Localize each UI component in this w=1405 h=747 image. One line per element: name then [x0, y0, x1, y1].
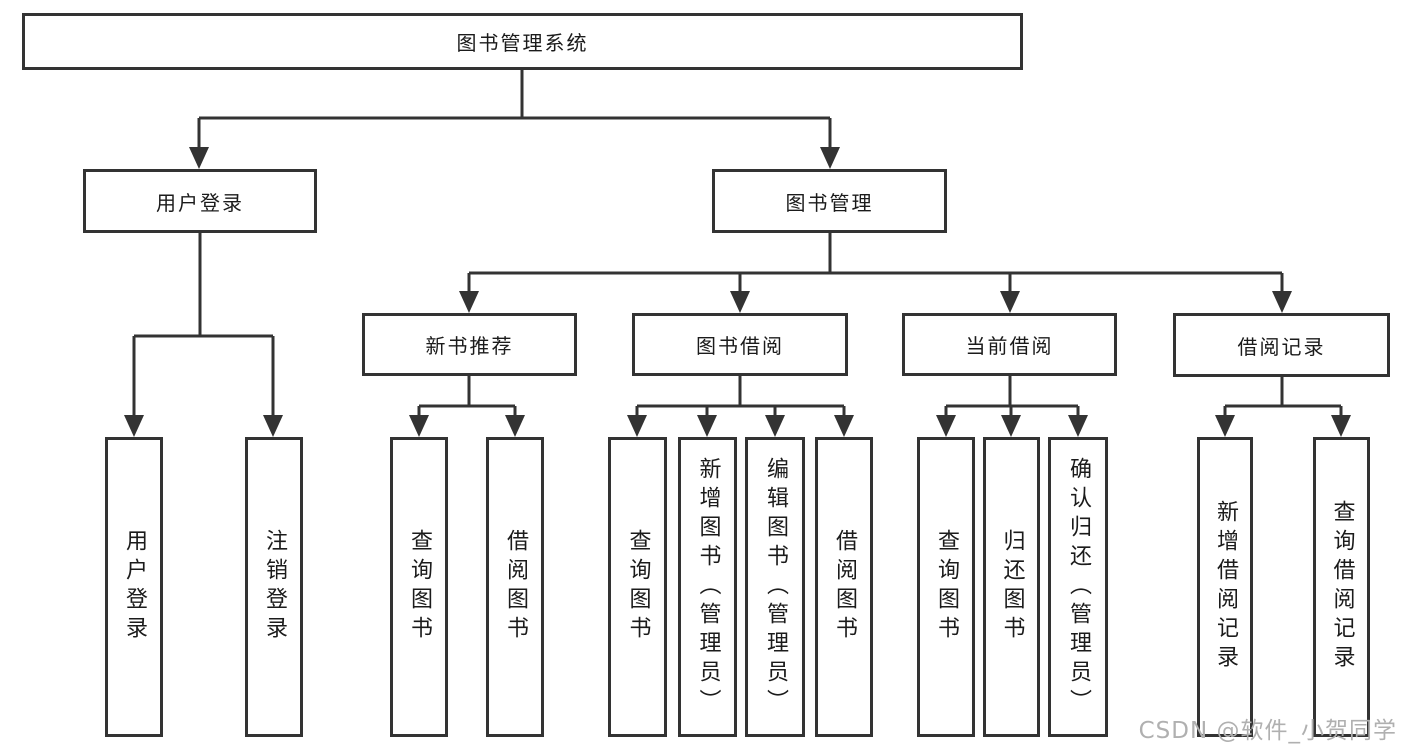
node-book-management: 图书管理	[712, 169, 947, 233]
node-label: 图书管理系统	[456, 31, 589, 55]
node-label: 借阅记录	[1237, 334, 1326, 359]
leaf-label: 查询图书	[934, 529, 959, 645]
leaf-label: 借阅图书	[503, 529, 528, 645]
leaf-return-books: 归还图书	[983, 437, 1040, 737]
leaf-label: 用户登录	[122, 529, 147, 645]
node-user-login: 用户登录	[83, 169, 317, 233]
node-label: 当前借阅	[965, 334, 1054, 358]
leaf-label: 确认归还（管理员）	[1066, 456, 1091, 718]
leaf-add-borrow-record: 新增借阅记录	[1197, 437, 1253, 737]
leaf-label: 查询借阅记录	[1329, 500, 1355, 674]
node-label: 图书借阅	[696, 334, 784, 358]
leaf-query-books-2: 查询图书	[608, 437, 667, 737]
leaf-query-books-3: 查询图书	[917, 437, 975, 737]
node-library-management-system: 图书管理系统	[22, 13, 1023, 70]
leaf-label: 新增借阅记录	[1213, 500, 1238, 674]
node-label: 图书管理	[785, 190, 874, 215]
leaf-add-books-admin: 新增图书（管理员）	[678, 437, 737, 737]
node-new-book-recommendation: 新书推荐	[362, 313, 577, 376]
leaf-label: 注销登录	[262, 529, 287, 645]
leaf-borrow-books-1: 借阅图书	[486, 437, 544, 737]
leaf-logout: 注销登录	[245, 437, 303, 737]
leaf-query-borrow-record: 查询借阅记录	[1313, 437, 1370, 737]
node-label: 新书推荐	[425, 334, 514, 358]
leaf-query-books-1: 查询图书	[390, 437, 448, 737]
leaf-label: 新增图书（管理员）	[695, 456, 721, 718]
leaf-label: 查询图书	[625, 529, 651, 645]
node-book-borrowing: 图书借阅	[632, 313, 848, 376]
leaf-label: 编辑图书（管理员）	[763, 456, 788, 718]
node-label: 用户登录	[156, 190, 244, 215]
leaf-user-login: 用户登录	[105, 437, 163, 737]
leaf-label: 借阅图书	[832, 529, 857, 645]
node-current-borrowing: 当前借阅	[902, 313, 1117, 376]
leaf-confirm-return-admin: 确认归还（管理员）	[1048, 437, 1108, 737]
leaf-label: 归还图书	[999, 529, 1025, 645]
leaf-label: 查询图书	[407, 529, 432, 645]
node-borrowing-records: 借阅记录	[1173, 313, 1390, 377]
leaf-borrow-books-2: 借阅图书	[815, 437, 873, 737]
leaf-edit-books-admin: 编辑图书（管理员）	[745, 437, 805, 737]
watermark: CSDN @软件_小贺同学	[1138, 718, 1397, 744]
